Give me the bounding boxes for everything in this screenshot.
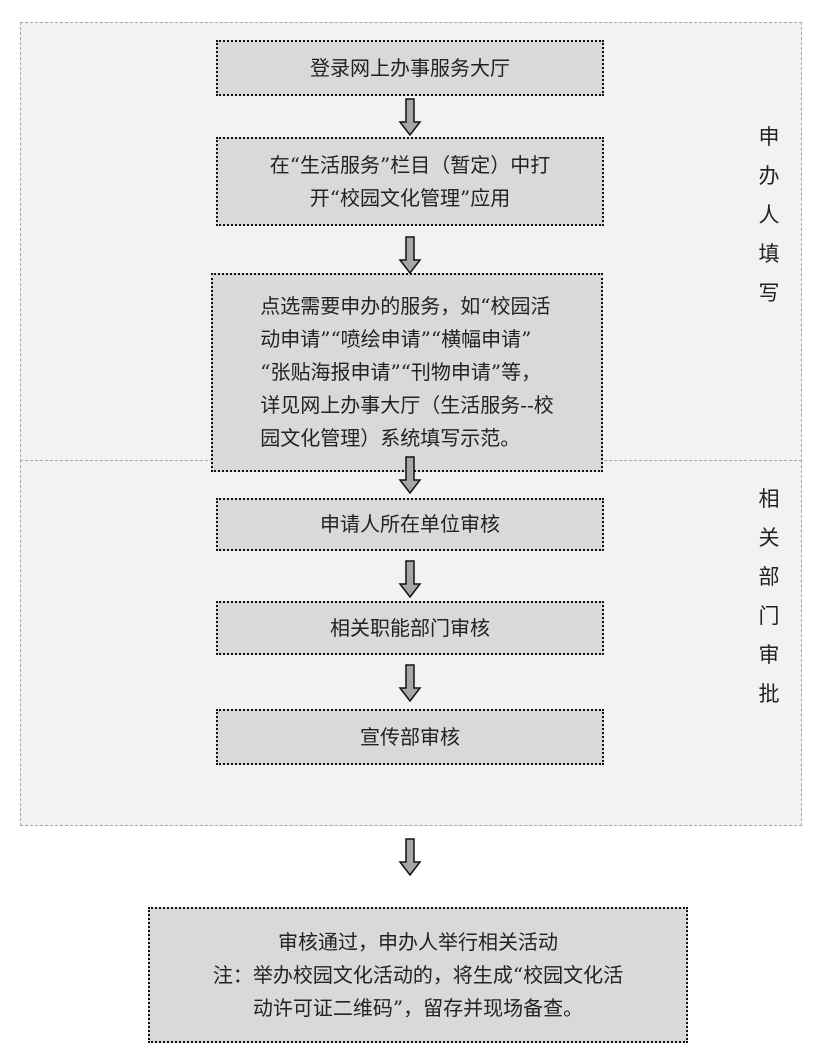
down-arrow-icon: [398, 838, 422, 876]
step-unit-review: 申请人所在单位审核: [216, 498, 604, 551]
step-text: 动许可证二维码”，留存并现场备查。: [252, 995, 584, 1020]
step-text: 申请人所在单位审核: [320, 512, 500, 536]
applicant-region-label: 申 办 人 填 写: [754, 118, 784, 313]
step-text: “张贴海报申请”“刊物申请”等，: [260, 360, 542, 384]
down-arrow-icon: [398, 98, 422, 136]
label-char: 关: [758, 526, 780, 550]
step-text: 相关职能部门审核: [330, 615, 490, 640]
step-text: 点选需要申办的服务，如“校园活: [260, 294, 551, 318]
step-text: 园文化管理）系统填写示范。: [260, 426, 521, 450]
step-text: 注：举办校园文化活动的，将生成“校园文化活: [212, 962, 624, 987]
label-char: 门: [758, 604, 780, 628]
down-arrow-icon: [398, 664, 422, 702]
label-char: 人: [758, 203, 780, 227]
step-open-app: 在“生活服务”栏目（暂定）中打 开“校园文化管理”应用: [216, 137, 604, 226]
step-department-review: 相关职能部门审核: [216, 601, 604, 655]
step-text: 登录网上办事服务大厅: [310, 55, 510, 80]
step-approved: 审核通过，申办人举行相关活动 注：举办校园文化活动的，将生成“校园文化活 动许可…: [148, 907, 688, 1043]
down-arrow-icon: [398, 456, 422, 494]
step-select-service: 点选需要申办的服务，如“校园活 动申请”“喷绘申请”“横幅申请” “张贴海报申请…: [211, 273, 603, 472]
label-char: 相: [758, 487, 780, 511]
label-char: 批: [758, 682, 780, 706]
step-text: 动申请”“喷绘申请”“横幅申请”: [260, 327, 532, 351]
step-text: 宣传部审核: [360, 724, 460, 749]
label-char: 部: [758, 565, 780, 589]
label-char: 办: [758, 164, 780, 188]
label-char: 写: [758, 281, 780, 305]
step-login: 登录网上办事服务大厅: [216, 40, 604, 96]
label-char: 申: [758, 125, 780, 149]
step-text: 审核通过，申办人举行相关活动: [277, 929, 558, 954]
label-char: 填: [758, 242, 780, 266]
label-char: 审: [758, 643, 780, 667]
step-publicity-review: 宣传部审核: [216, 709, 604, 765]
step-text: 开“校园文化管理”应用: [309, 185, 511, 210]
approval-region-label: 相 关 部 门 审 批: [754, 480, 784, 714]
step-text: 详见网上办事大厅（生活服务--校: [260, 393, 554, 417]
step-text: 在“生活服务”栏目（暂定）中打: [269, 152, 551, 177]
down-arrow-icon: [398, 236, 422, 274]
down-arrow-icon: [398, 560, 422, 598]
